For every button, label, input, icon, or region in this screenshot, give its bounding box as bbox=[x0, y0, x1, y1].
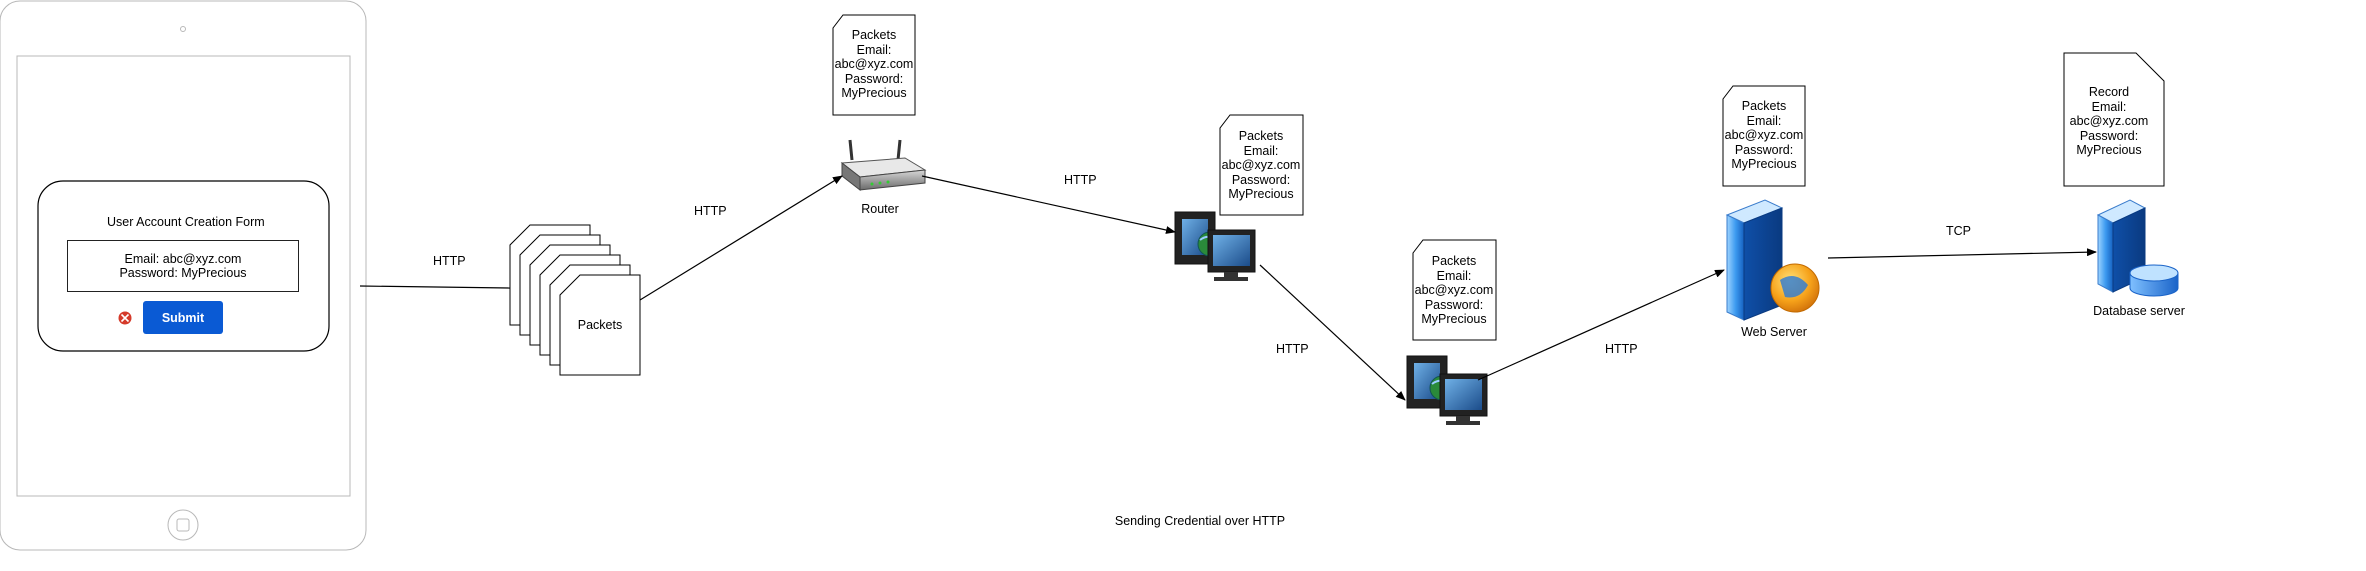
edge-label-router-pc1: HTTP bbox=[1064, 173, 1097, 187]
packets-stack bbox=[509, 224, 641, 376]
diagram-caption: Sending Credential over HTTP bbox=[1114, 514, 1286, 528]
doc-pc2-text: Packets Email: abc@xyz.com Password: MyP… bbox=[1414, 254, 1494, 326]
doc-server-text: Packets Email: abc@xyz.com Password: MyP… bbox=[1724, 99, 1804, 171]
edge-label-tablet-packets: HTTP bbox=[433, 254, 466, 268]
database-server-icon bbox=[2096, 199, 2179, 297]
edges bbox=[359, 175, 2097, 401]
packets-stack-label: Packets bbox=[577, 318, 623, 332]
email-line: Email: abc@xyz.com bbox=[124, 252, 242, 266]
doc-router-text: Packets Email: abc@xyz.com Password: MyP… bbox=[834, 28, 914, 100]
doc-pc1-text: Packets Email: abc@xyz.com Password: MyP… bbox=[1221, 129, 1301, 201]
doc-pc1 bbox=[1219, 114, 1304, 216]
doc-db-text: Record Email: abc@xyz.com Password: MyPr… bbox=[2069, 85, 2149, 157]
form-title: User Account Creation Form bbox=[107, 215, 265, 229]
password-line: Password: MyPrecious bbox=[119, 266, 247, 280]
edge-label-pc2-server: HTTP bbox=[1605, 342, 1638, 356]
doc-server bbox=[1722, 85, 1806, 187]
edge-packets-router bbox=[639, 175, 843, 301]
edge-router-pc1 bbox=[921, 175, 1176, 234]
computer-icon-1 bbox=[1174, 211, 1256, 281]
database-server-label: Database server bbox=[2093, 304, 2185, 318]
edge-label-server-db: TCP bbox=[1946, 224, 1971, 238]
error-icon bbox=[118, 311, 132, 325]
edge-pc2-server bbox=[1477, 269, 1725, 381]
web-server-label: Web Server bbox=[1741, 325, 1807, 339]
edge-label-pc1-pc2: HTTP bbox=[1276, 342, 1309, 356]
edge-pc1-pc2 bbox=[1259, 264, 1406, 401]
doc-db bbox=[2063, 52, 2165, 187]
edge-tablet-packets bbox=[359, 285, 511, 289]
submit-button[interactable]: Submit bbox=[143, 301, 223, 334]
computer-icon-2 bbox=[1406, 355, 1488, 425]
credentials-field[interactable]: Email: abc@xyz.com Password: MyPrecious bbox=[67, 240, 299, 292]
router-label: Router bbox=[861, 202, 899, 216]
web-server-icon bbox=[1725, 199, 1820, 321]
edge-label-packets-router: HTTP bbox=[694, 204, 727, 218]
doc-pc2 bbox=[1412, 239, 1497, 341]
edge-server-db bbox=[1827, 248, 2097, 259]
doc-router bbox=[832, 14, 916, 116]
router-icon bbox=[840, 139, 927, 192]
